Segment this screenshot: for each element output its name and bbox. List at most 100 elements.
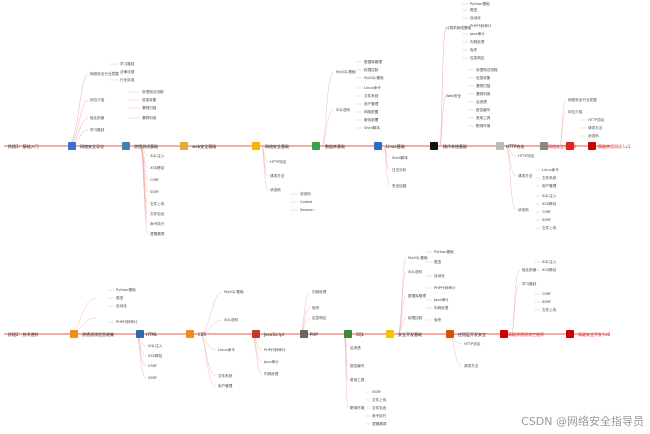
node-label: Java审计 [264, 360, 279, 364]
node-label: MySQL基础 [408, 256, 428, 260]
node-label: SSRF [542, 300, 552, 304]
node-label: 法律法规 [120, 70, 135, 74]
stage-icon [252, 330, 260, 338]
branch-curve [199, 319, 223, 335]
node-label: HTTP协议 [270, 160, 287, 164]
branch-curve [67, 73, 89, 147]
node-label: 网络配置 [364, 110, 379, 114]
node-label: 内网渗透 [434, 306, 449, 310]
stage-label: PHP [310, 332, 318, 337]
stage-icon [252, 142, 260, 150]
node-label: 免杀 [470, 48, 478, 52]
node-label: Python基础 [434, 250, 454, 254]
branch-curve [559, 111, 567, 147]
branch-curve [397, 271, 407, 335]
node-label: 信息收集 [476, 76, 491, 80]
node-label: 自动化 [116, 304, 127, 308]
node-label: 命令执行 [372, 414, 387, 418]
node-label: SSRF [372, 390, 382, 394]
node-label: Web安全 [446, 94, 462, 98]
node-label: Shell脚本 [392, 156, 408, 160]
node-label: 报告编写 [476, 108, 491, 112]
stage-label: HTTP协议 [506, 144, 525, 149]
node-label: 漏洞利用 [142, 116, 157, 120]
node-label: 岗位介绍 [90, 98, 105, 102]
node-label: 爬虫 [434, 260, 442, 264]
stage-icon [180, 142, 188, 150]
stage-label: 网络安全导论 [80, 144, 104, 149]
node-label: HTTP协议 [518, 154, 535, 158]
stage-label: Linux基础 [386, 144, 405, 149]
node-label: 自动化 [434, 274, 445, 278]
node-label: SSRF [542, 218, 552, 222]
node-label: 文件上传 [542, 308, 557, 312]
node-label: 爬虫 [470, 8, 478, 12]
node-label: Cookie [300, 200, 313, 204]
node-label: CSRF [150, 178, 160, 182]
node-label: 应急响应 [470, 56, 485, 60]
stage-icon [566, 142, 574, 150]
stage-label: 高级安全开发 Lv2 [578, 332, 611, 337]
stage-label: web安全基础 [192, 144, 217, 149]
node-label: 日志分析 [392, 168, 407, 172]
node-label: 服务部署 [364, 118, 379, 122]
stage-icon [70, 330, 78, 338]
stage-label: CSS [198, 332, 206, 337]
node-label: 爬虫 [116, 296, 124, 300]
node-label: SSRF [148, 376, 158, 380]
node-label: 数据库管理 [364, 60, 382, 64]
node-label: XSS跨站 [150, 166, 165, 170]
branch-curve [139, 145, 149, 205]
node-label: 学习路线 [120, 62, 135, 66]
node-label: 状态码 [300, 192, 311, 196]
node-label: 岗位介绍 [568, 110, 583, 114]
node-label: 权限控制 [408, 316, 423, 320]
node-label: SQL语句 [336, 108, 351, 112]
node-label: CSRF [148, 364, 158, 368]
node-label: MySQL基础 [224, 290, 244, 294]
node-label: 文件系统 [364, 94, 379, 98]
branch-curve [397, 257, 407, 335]
stage-label: 渗透测试基础 [134, 144, 158, 149]
node-label: MySQL基础 [364, 76, 384, 80]
node-label: 用户管理 [542, 184, 557, 188]
node-label: 后渗透 [350, 346, 361, 350]
node-label: 网络安全行业发展 [568, 98, 597, 102]
node-label: PHP代码审计 [264, 348, 286, 352]
node-label: 免杀 [312, 306, 320, 310]
node-label: PHP代码审计 [116, 320, 138, 324]
branch-curve [321, 71, 335, 147]
stage-icon [186, 330, 194, 338]
node-label: HTTP协议 [588, 118, 605, 122]
branch-curve [397, 317, 407, 335]
branch-curve [299, 291, 311, 335]
node-label: 学习路线 [522, 282, 537, 286]
node-label: Python基础 [116, 288, 136, 292]
node-label: 数据库管理 [408, 294, 426, 298]
node-label: 常用工具 [350, 378, 365, 382]
stage-icon [386, 330, 394, 338]
node-label: 文件包含 [150, 212, 165, 216]
stage-icon [300, 330, 308, 338]
branch-curve [343, 333, 349, 409]
node-label: 安全加固 [392, 184, 407, 188]
node-label: SSRF [150, 190, 160, 194]
node-label: 信息收集 [142, 98, 157, 102]
stage-label: 安全开发基础 [398, 332, 422, 337]
node-label: 计算机网络基础 [446, 26, 472, 30]
branch-curve [251, 333, 263, 363]
node-label: 逻辑漏洞 [150, 232, 165, 236]
node-label: 状态码 [270, 188, 281, 192]
node-label: SQL注入 [150, 154, 165, 158]
stage-icon [446, 330, 454, 338]
branch-curve [135, 333, 147, 379]
node-label: 请求方法 [518, 174, 533, 178]
node-label: XSS跨站 [542, 202, 557, 206]
stage-label: SQL [356, 332, 364, 337]
branch-curve [439, 27, 447, 147]
node-label: Linux命令 [364, 86, 381, 90]
stage-icon [122, 142, 130, 150]
node-label: Python基础 [470, 2, 490, 6]
stage-label: 网络安全基础 [265, 144, 289, 149]
